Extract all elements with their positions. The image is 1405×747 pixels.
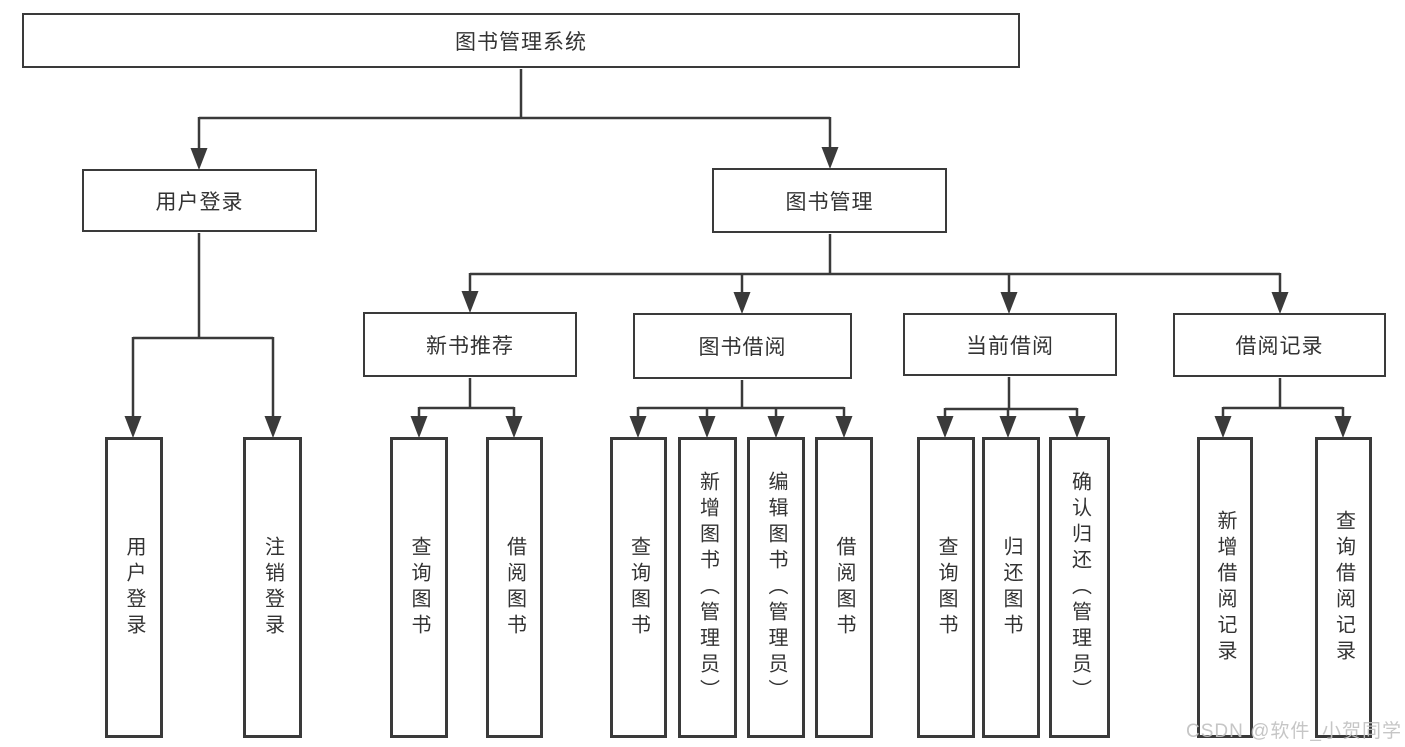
connector-user-login	[131, 233, 275, 423]
node-label: 新增借阅记录	[1214, 509, 1236, 666]
arrowhead	[264, 416, 282, 438]
node-label: 查询图书	[627, 535, 650, 640]
node-label: 查询借阅记录	[1332, 509, 1355, 666]
arrowhead	[835, 416, 853, 438]
watermark: CSDN @软件_小贺同学	[1186, 721, 1402, 742]
leaf-logout: 注销登录	[243, 437, 302, 738]
arrowhead	[1000, 292, 1018, 314]
arrowhead	[410, 416, 428, 438]
arrowhead	[936, 416, 954, 438]
arrowhead	[629, 416, 647, 438]
arrowhead	[1334, 416, 1352, 438]
node-library-management-system: 图书管理系统	[22, 13, 1020, 68]
arrowhead	[1068, 416, 1086, 438]
arrowhead	[124, 416, 142, 438]
leaf-query-books-1: 查询图书	[390, 437, 448, 738]
node-label: 新书推荐	[426, 334, 514, 358]
node-label: 图书管理系统	[455, 30, 587, 54]
arrowhead	[1271, 292, 1289, 314]
node-label: 当前借阅	[966, 334, 1054, 358]
arrowhead	[999, 416, 1017, 438]
leaf-borrow-books-2: 借阅图书	[815, 437, 873, 738]
node-label: 归还图书	[1000, 535, 1022, 640]
node-label: 用户登录	[123, 535, 145, 640]
leaf-query-borrow-record: 查询借阅记录	[1315, 437, 1372, 738]
node-label: 新增图书（管理员）	[696, 470, 719, 705]
arrowhead	[767, 416, 785, 438]
connector-root	[197, 69, 832, 153]
leaf-user-login: 用户登录	[105, 437, 163, 738]
leaf-borrow-books-1: 借阅图书	[486, 437, 543, 738]
node-label: 图书借阅	[698, 336, 787, 359]
node-label: 借阅图书	[503, 535, 526, 640]
connector-borrowing-records	[1221, 378, 1345, 423]
arrowhead	[698, 416, 716, 438]
connector-current-borrowing	[943, 377, 1079, 423]
arrowhead	[821, 147, 839, 169]
node-label: 借阅图书	[833, 535, 855, 640]
connector-book-management	[468, 234, 1282, 299]
node-label: 注销登录	[261, 535, 284, 640]
node-book-management: 图书管理	[712, 168, 947, 233]
connector-new-book-recommend	[417, 378, 516, 423]
node-new-book-recommend: 新书推荐	[363, 312, 577, 377]
node-label: 用户登录	[155, 190, 244, 214]
leaf-add-borrow-record: 新增借阅记录	[1197, 437, 1253, 738]
leaf-confirm-return-admin: 确认归还（管理员）	[1049, 437, 1110, 738]
leaf-return-books: 归还图书	[982, 437, 1040, 738]
arrowhead	[733, 292, 751, 314]
node-label: 确认归还（管理员）	[1068, 470, 1091, 705]
node-label: 借阅记录	[1235, 335, 1324, 358]
leaf-query-books-2: 查询图书	[610, 437, 667, 738]
leaf-query-books-3: 查询图书	[917, 437, 975, 738]
node-current-borrowing: 当前借阅	[903, 313, 1117, 376]
arrowhead	[461, 291, 479, 313]
node-label: 查询图书	[408, 535, 430, 640]
connector-book-borrowing	[636, 380, 846, 423]
node-label: 图书管理	[785, 190, 874, 214]
node-label: 查询图书	[935, 535, 957, 640]
node-borrowing-records: 借阅记录	[1173, 313, 1386, 377]
arrowhead	[505, 416, 523, 438]
leaf-add-book-admin: 新增图书（管理员）	[678, 437, 737, 738]
node-book-borrowing: 图书借阅	[633, 313, 852, 379]
arrowhead	[190, 148, 208, 170]
leaf-edit-book-admin: 编辑图书（管理员）	[747, 437, 805, 738]
arrowhead	[1214, 416, 1232, 438]
node-label: 编辑图书（管理员）	[765, 470, 787, 705]
node-user-login: 用户登录	[82, 169, 317, 232]
